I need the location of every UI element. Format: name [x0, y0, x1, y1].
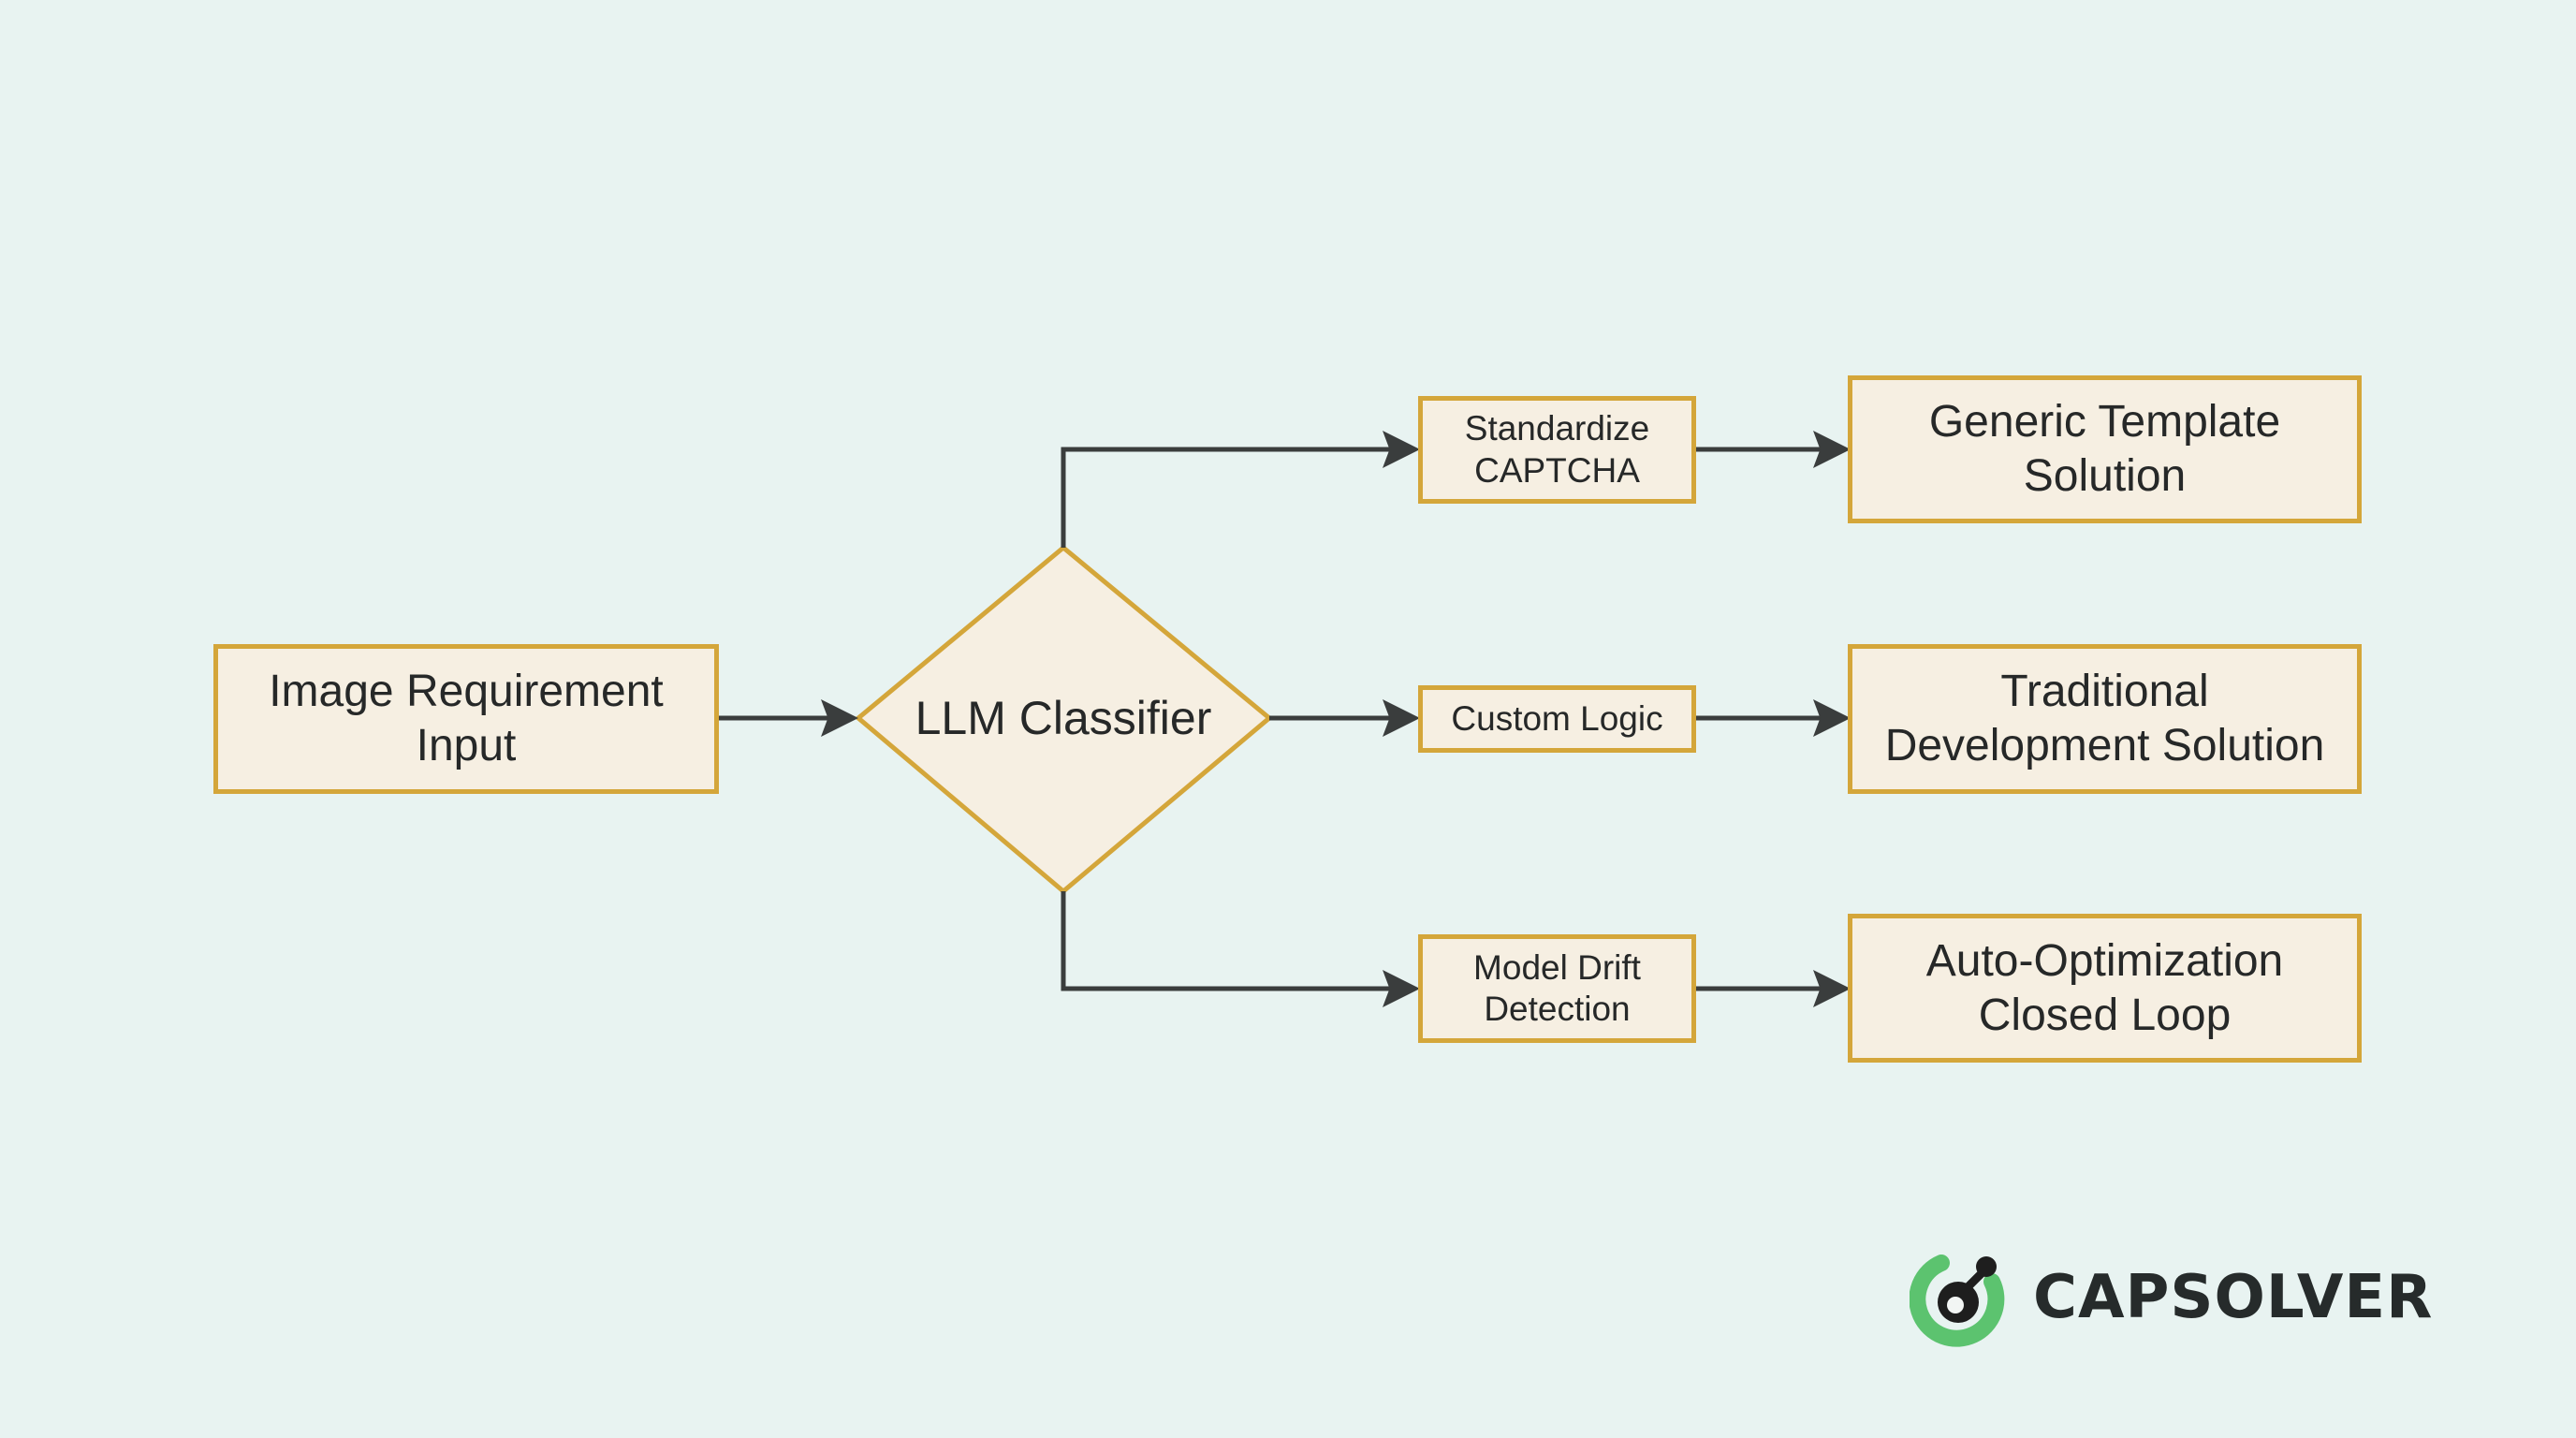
node-generic-template-solution: Generic Template Solution [1848, 375, 2362, 523]
node-auto-optimization-closed-loop: Auto-Optimization Closed Loop [1848, 914, 2362, 1063]
edge-classifier-standardize [1061, 431, 1420, 548]
edge-classifier-drift [1061, 891, 1420, 1007]
node-custom-logic-label: Custom Logic [1451, 698, 1663, 738]
node-classifier: LLM Classifier [899, 674, 1228, 762]
node-traditional-development-solution-label: Traditional Development Solution [1884, 667, 2325, 770]
node-model-drift-detection: Model Drift Detection [1418, 934, 1696, 1043]
capsolver-logo: CAPSOLVER [1910, 1248, 2433, 1347]
capsolver-logo-icon [1910, 1255, 2005, 1347]
node-classifier-label: LLM Classifier [915, 692, 1212, 744]
node-input: Image Requirement Input [213, 644, 719, 794]
node-traditional-development-solution: Traditional Development Solution [1848, 644, 2362, 794]
brand-name: CAPSOLVER [2033, 1263, 2434, 1332]
node-custom-logic: Custom Logic [1418, 685, 1696, 753]
node-standardize-captcha: Standardize CAPTCHA [1418, 396, 1696, 504]
node-standardize-captcha-label: Standardize CAPTCHA [1464, 409, 1650, 490]
node-input-label: Image Requirement Input [269, 667, 664, 770]
node-model-drift-detection-label: Model Drift Detection [1473, 947, 1641, 1028]
node-generic-template-solution-label: Generic Template Solution [1928, 397, 2281, 501]
node-auto-optimization-closed-loop-label: Auto-Optimization Closed Loop [1925, 935, 2284, 1040]
